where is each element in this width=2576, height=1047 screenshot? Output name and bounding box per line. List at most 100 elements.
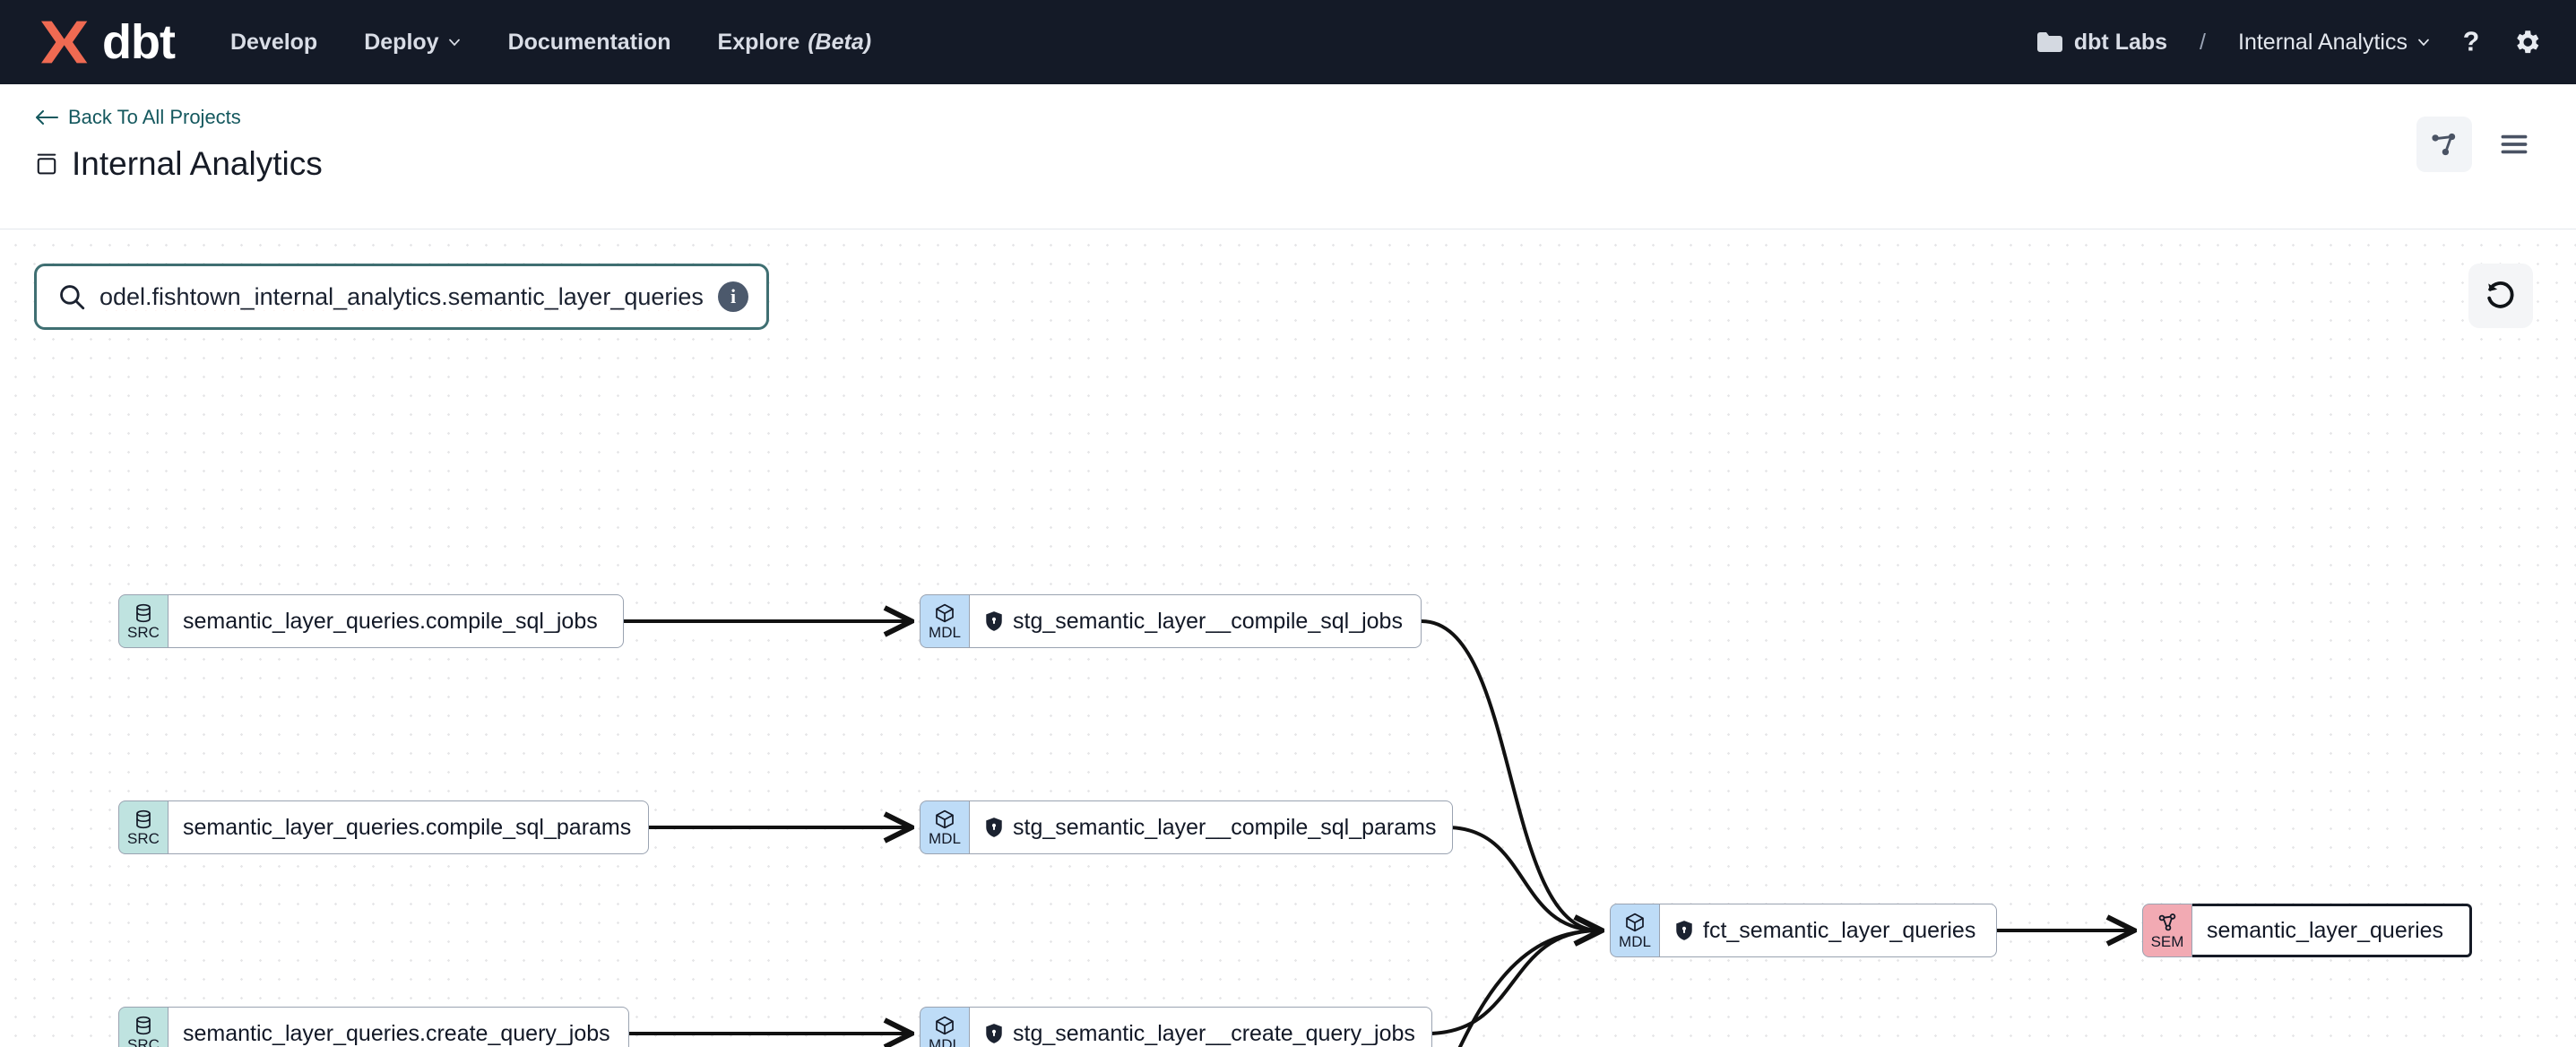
search-input[interactable]: odel.fishtown_internal_analytics.semanti…: [99, 282, 704, 310]
folder-icon: [2036, 32, 2062, 52]
nav-link-explore[interactable]: Explore (Beta): [718, 30, 872, 56]
back-link-label: Back To All Projects: [68, 106, 241, 128]
node-type-badge-label: MDL: [929, 1036, 961, 1047]
node-type-badge-label: SRC: [127, 624, 160, 641]
chevron-down-icon: [2418, 39, 2429, 47]
node-type-badge-mdl: MDL: [920, 1007, 970, 1047]
page-subheader: Back To All Projects Internal Analytics: [0, 84, 2576, 229]
graph-node-mdl-stg-compile-sql-jobs[interactable]: MDL stg_semantic_layer__compile_sql_jobs: [920, 594, 1422, 648]
chevron-down-icon: [448, 39, 460, 47]
nav-link-develop-label: Develop: [229, 29, 318, 55]
settings-button[interactable]: [2511, 27, 2542, 57]
nav-link-explore-beta-tag: (Beta): [808, 29, 872, 55]
shield-lock-icon: [984, 1023, 1004, 1044]
lineage-edge: [1421, 619, 1599, 930]
lineage-canvas[interactable]: odel.fishtown_internal_analytics.semanti…: [0, 229, 2576, 1047]
database-cylinder-icon: [132, 1015, 155, 1036]
svg-text:?: ?: [2463, 28, 2480, 57]
nav-link-deploy-label: Deploy: [364, 29, 439, 55]
shield-lock-icon: [984, 817, 1004, 838]
info-icon[interactable]: i: [718, 281, 748, 312]
graph-node-src-create-query-jobs[interactable]: SRC semantic_layer_queries.create_query_j…: [118, 1007, 629, 1047]
graph-node-src-compile-sql-jobs[interactable]: SRC semantic_layer_queries.compile_sql_jo…: [118, 594, 624, 648]
nav-link-deploy[interactable]: Deploy: [364, 30, 461, 56]
nav-link-documentation[interactable]: Documentation: [508, 30, 671, 56]
node-body[interactable]: fct_semantic_layer_queries: [1660, 904, 1997, 957]
page-title: Internal Analytics: [34, 145, 2542, 183]
project-selector[interactable]: Internal Analytics: [2238, 30, 2431, 56]
search-icon: [60, 285, 85, 310]
shield-lock-icon: [1674, 920, 1694, 941]
node-label: fct_semantic_layer_queries: [1703, 917, 1976, 943]
node-body[interactable]: semantic_layer_queries.create_query_jobs: [169, 1007, 629, 1047]
graph-node-mdl-stg-create-query-jobs[interactable]: MDL stg_semantic_layer__create_query_jobs: [920, 1007, 1432, 1047]
node-body[interactable]: stg_semantic_layer__create_query_jobs: [970, 1007, 1432, 1047]
node-type-badge-sem: SEM: [2142, 904, 2192, 957]
node-type-badge-label: SEM: [2150, 933, 2184, 950]
node-body[interactable]: stg_semantic_layer__compile_sql_jobs: [970, 594, 1422, 648]
database-cylinder-icon: [132, 809, 155, 830]
node-type-badge-src: SRC: [118, 594, 169, 648]
lineage-edges: [624, 229, 2576, 1047]
node-type-badge-label: MDL: [929, 624, 961, 641]
arrow-left-icon: [36, 110, 58, 125]
node-label: semantic_layer_queries.create_query_jobs: [183, 1020, 610, 1046]
lineage-view-button[interactable]: [2416, 117, 2472, 172]
node-label: stg_semantic_layer__compile_sql_params: [1013, 814, 1437, 840]
node-type-badge-src: SRC: [118, 1007, 169, 1047]
node-body[interactable]: stg_semantic_layer__compile_sql_params: [970, 800, 1454, 854]
node-type-badge-label: MDL: [929, 830, 961, 847]
lineage-graph[interactable]: SRC semantic_layer_queries.compile_sql_jo…: [0, 229, 2576, 1047]
project-name-label: Internal Analytics: [2238, 29, 2407, 55]
gear-icon: [2517, 30, 2539, 54]
question-mark-icon: ?: [2463, 28, 2480, 57]
graph-node-mdl-fct-semantic-layer-queries[interactable]: MDL fct_semantic_layer_queries: [1610, 904, 1997, 957]
node-label: semantic_layer_queries.compile_sql_jobs: [183, 608, 598, 634]
node-type-badge-label: SRC: [127, 1036, 160, 1047]
lineage-edge: [1457, 930, 1599, 1047]
nav-right-cluster: dbt Labs / Internal Analytics ?: [2036, 0, 2542, 84]
search-container: odel.fishtown_internal_analytics.semanti…: [34, 264, 769, 330]
node-type-badge-mdl: MDL: [1610, 904, 1660, 957]
search-box[interactable]: odel.fishtown_internal_analytics.semanti…: [34, 264, 769, 330]
header-action-buttons: [2416, 117, 2542, 172]
lineage-edge: [1426, 930, 1599, 1035]
org-name-label: dbt Labs: [2073, 29, 2168, 55]
node-type-badge-label: MDL: [1619, 933, 1651, 950]
cube-icon: [1623, 912, 1647, 933]
project-box-icon: [37, 153, 56, 175]
cube-icon: [933, 1015, 956, 1036]
org-breadcrumb[interactable]: dbt Labs: [2036, 30, 2167, 56]
node-body[interactable]: semantic_layer_queries.compile_sql_param…: [169, 800, 649, 854]
node-type-badge-label: SRC: [127, 830, 160, 847]
node-type-badge-mdl: MDL: [920, 594, 970, 648]
node-label: semantic_layer_queries.compile_sql_param…: [183, 814, 632, 840]
node-label: stg_semantic_layer__compile_sql_jobs: [1013, 608, 1403, 634]
graph-node-src-compile-sql-params[interactable]: SRC semantic_layer_queries.compile_sql_pa…: [118, 800, 649, 854]
menu-button[interactable]: [2486, 117, 2542, 172]
node-label: stg_semantic_layer__create_query_jobs: [1013, 1020, 1415, 1046]
node-type-badge-mdl: MDL: [920, 800, 970, 854]
back-to-all-projects-link[interactable]: Back To All Projects: [34, 106, 2542, 129]
node-body[interactable]: semantic_layer_queries.compile_sql_jobs: [169, 594, 624, 648]
node-body[interactable]: semantic_layer_queries: [2192, 904, 2472, 957]
nav-link-documentation-label: Documentation: [507, 29, 671, 55]
lineage-graph-icon: [2432, 133, 2456, 156]
dbt-logo-text: dbt: [102, 15, 176, 69]
cube-icon: [933, 809, 956, 830]
graph-node-sem-semantic-layer-queries[interactable]: SEM semantic_layer_queries: [2142, 904, 2472, 957]
help-button[interactable]: ?: [2458, 27, 2485, 57]
database-cylinder-icon: [132, 602, 155, 624]
graph-node-mdl-stg-compile-sql-params[interactable]: MDL stg_semantic_layer__compile_sql_param…: [920, 800, 1454, 854]
lineage-edge: [1446, 826, 1599, 930]
reset-rotate-left-icon: [2487, 281, 2514, 308]
node-type-badge-src: SRC: [118, 800, 169, 854]
reset-view-button[interactable]: [2468, 264, 2533, 328]
cube-icon: [933, 602, 956, 624]
dbt-logo[interactable]: dbt: [34, 15, 176, 69]
shield-lock-icon: [984, 610, 1004, 632]
nav-link-explore-label: Explore: [717, 29, 800, 55]
nav-link-develop[interactable]: Develop: [230, 30, 317, 56]
dbt-logo-mark: [41, 21, 88, 64]
nav-links: Develop Deploy Documentation Explore (Be…: [230, 30, 871, 56]
